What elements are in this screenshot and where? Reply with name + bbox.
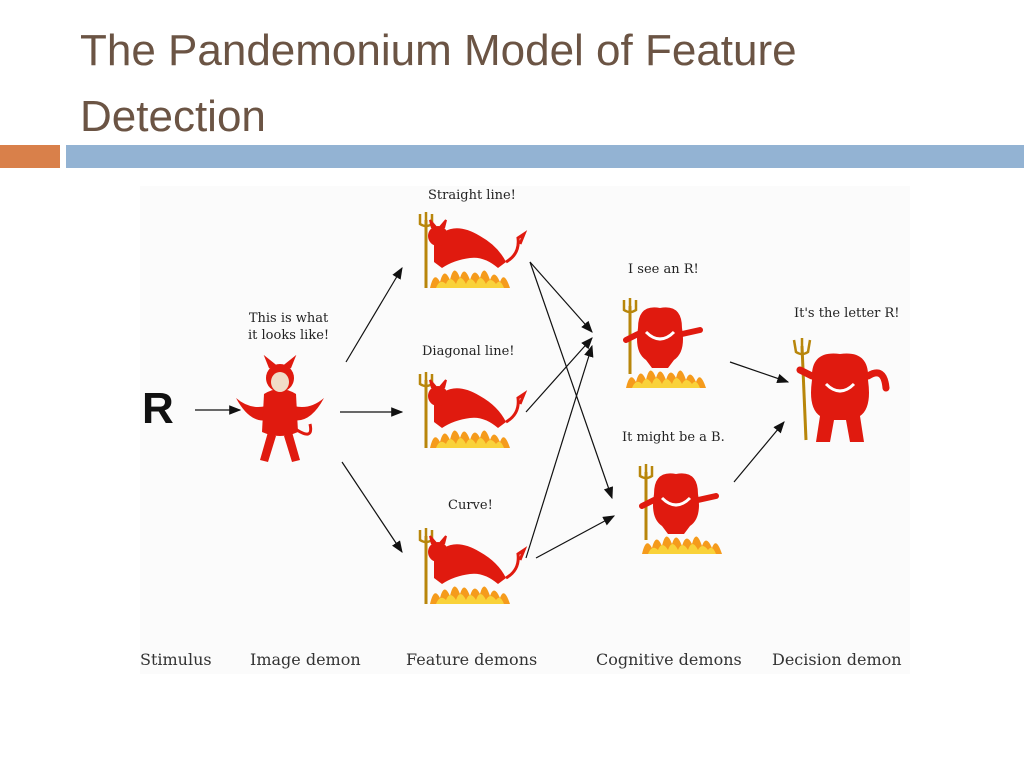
- arrow-diagonal-to-cogR: [525, 337, 593, 413]
- arrow-cogB-to-decision: [733, 421, 785, 483]
- feature-demon-diagonal: [420, 372, 524, 448]
- arrow-curve-to-cogR: [525, 344, 594, 559]
- bubble-cognitive-b: It might be a B.: [622, 430, 725, 445]
- cognitive-demon-b: [640, 464, 722, 554]
- accent-bar-orange: [0, 145, 60, 168]
- bubble-cognitive-r: I see an R!: [628, 262, 699, 277]
- cognitive-demon-r: [624, 298, 706, 388]
- arrow-straight-to-cogR: [529, 261, 593, 333]
- bubble-image-line-2: it looks like!: [248, 328, 330, 343]
- feature-demon-curve: [420, 528, 524, 604]
- bubble-image-demon: This is what it looks like!: [248, 310, 329, 344]
- stage-label-decision-demon: Decision demon: [772, 650, 902, 669]
- stage-label-stimulus: Stimulus: [140, 650, 212, 669]
- stage-label-image-demon: Image demon: [250, 650, 361, 669]
- bubble-diagonal-line: Diagonal line!: [422, 344, 515, 359]
- image-demon: [236, 354, 324, 462]
- bubble-image-line-1: This is what: [248, 311, 329, 326]
- slide-title: The Pandemonium Model of Feature Detecti…: [80, 26, 797, 141]
- stage-label-cognitive-demons: Cognitive demons: [596, 650, 742, 669]
- arrow-curve-to-cogB: [535, 515, 616, 559]
- arrow-cogR-to-decision: [729, 361, 790, 384]
- stage-label-feature-demons: Feature demons: [406, 650, 538, 669]
- decision-demon: [792, 338, 890, 442]
- bubble-decision: It's the letter R!: [794, 306, 900, 321]
- accent-bar-blue: [66, 145, 1024, 168]
- bubble-curve: Curve!: [448, 498, 493, 513]
- stimulus-letter: R: [142, 384, 174, 433]
- bubble-straight-line: Straight line!: [428, 188, 516, 203]
- feature-demon-straight: [420, 212, 524, 288]
- arrow-image-to-straight: [345, 266, 403, 363]
- pandemonium-diagram: R This is what it looks like! Straight l…: [140, 186, 910, 674]
- arrow-straight-to-cogB: [529, 261, 613, 500]
- arrow-image-to-curve: [341, 461, 403, 553]
- diagram-svg: [195, 186, 890, 674]
